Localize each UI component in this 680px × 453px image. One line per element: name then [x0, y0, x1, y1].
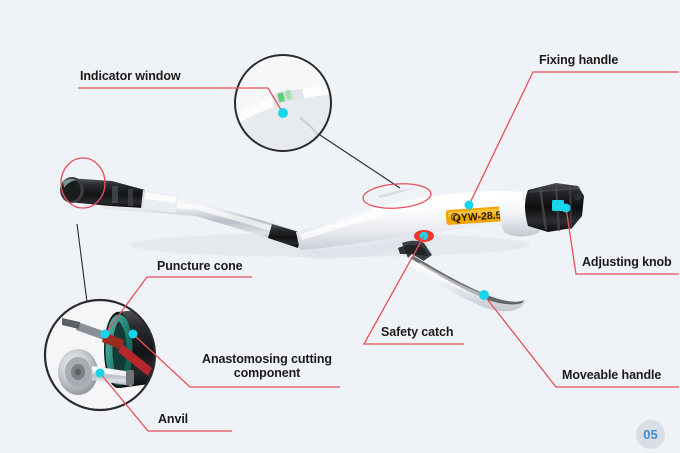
label-moveable-handle: Moveable handle — [562, 368, 662, 382]
inset-connector-bottom — [76, 223, 88, 303]
device-head-black — [68, 178, 145, 208]
indicator-window-strip — [378, 188, 414, 198]
marker-dots — [95, 108, 571, 378]
product-label: QYW-28.5 — [445, 206, 509, 225]
label-puncture-cone: Puncture cone — [157, 259, 243, 273]
leader-lines — [78, 71, 679, 432]
adjusting-knob — [525, 183, 584, 232]
label-adjusting-knob: Adjusting knob — [582, 255, 672, 269]
label-fixing-handle: Fixing handle — [539, 53, 619, 67]
inset-connector-top — [319, 134, 401, 189]
label-anastomosing-cutting-component: Anastomosing cutting component — [193, 352, 341, 380]
dot-puncture-cone — [100, 329, 110, 339]
leader-safety-catch — [362, 235, 464, 345]
dot-moveable-handle — [479, 290, 489, 300]
shaft-indicator-highlight — [362, 183, 432, 209]
label-line-1: Anastomosing cutting — [202, 352, 332, 366]
page-number-badge: 05 — [636, 420, 665, 449]
leader-adjusting-knob — [565, 207, 679, 275]
device-main-body: QYW-28.5 — [60, 177, 584, 312]
shaft-collar — [268, 224, 302, 248]
dot-indicator-inset — [278, 108, 288, 118]
label-indicator-window: Indicator window — [80, 69, 181, 83]
dot-cutting-component — [128, 329, 138, 339]
leader-cutting-component — [132, 333, 340, 388]
label-line-2: component — [233, 366, 301, 380]
leader-indicator-window — [78, 87, 284, 114]
dot-anvil — [95, 368, 105, 378]
knob-indicator-chip — [552, 200, 564, 211]
stapler-head-inset — [43, 223, 157, 412]
head-tip-highlight — [60, 157, 106, 209]
label-safety-catch: Safety catch — [381, 325, 454, 339]
label-anvil: Anvil — [158, 412, 189, 426]
dot-fixing-handle — [464, 200, 474, 210]
indicator-window-inset — [234, 54, 401, 189]
product-label-text: QYW-28.5 — [452, 209, 502, 224]
leader-moveable-handle — [483, 294, 679, 388]
leader-puncture-cone — [104, 276, 252, 335]
leader-anvil — [99, 372, 232, 432]
dot-adjusting-knob — [561, 203, 571, 213]
leader-fixing-handle — [468, 71, 679, 206]
